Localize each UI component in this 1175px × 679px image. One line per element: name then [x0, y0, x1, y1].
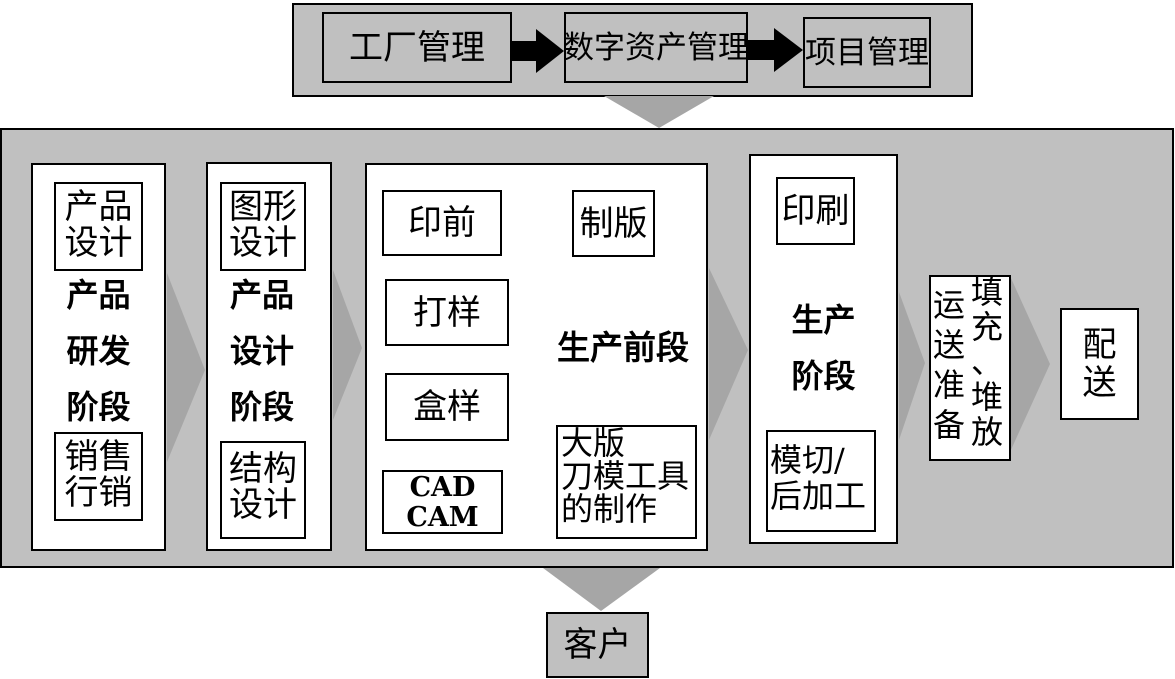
digital-asset-management-label: 数字资产管理 [563, 29, 749, 66]
box-proof-label: 盒样 [413, 387, 481, 427]
diecut-finishing-box: 模切/ 后加工 [766, 430, 876, 532]
down-arrow-bottom [543, 568, 660, 611]
chevron-5 [1010, 276, 1050, 452]
structural-design-line2: 设计 [229, 485, 297, 525]
graphic-design-line1: 图形 [229, 187, 297, 227]
proofing-box: 打样 [385, 279, 509, 346]
diecut-tools-box: 大版 刀模工具 的制作 [556, 425, 697, 539]
customer-label: 客户 [563, 625, 632, 665]
preproduction-stage-label: 生产前段 [557, 328, 689, 367]
prepress-box: 印前 [382, 190, 502, 256]
chevron-3 [709, 268, 748, 440]
diecut-finishing-line2: 后加工 [770, 477, 867, 515]
cad-cam-box: CAD CAM [382, 470, 503, 534]
factory-management-label: 工厂管理 [349, 27, 485, 68]
structural-design-line1: 结构 [229, 449, 297, 489]
printing-label: 印刷 [781, 191, 850, 231]
chevron-2 [333, 270, 362, 420]
diecut-tools-line3: 的制作 [561, 490, 658, 528]
box-proof-box: 盒样 [385, 373, 509, 441]
factory-management-box: 工厂管理 [322, 12, 512, 83]
project-management-box: 项目管理 [803, 17, 931, 88]
sales-marketing-line1: 销售 [64, 437, 133, 477]
plate-making-label: 制版 [579, 203, 648, 244]
diecut-tools-line1: 大版 [561, 425, 626, 462]
production-stage-label: 生产 阶段 [791, 300, 856, 395]
down-arrow-top [604, 96, 714, 128]
project-management-label: 项目管理 [805, 34, 929, 71]
printing-box: 印刷 [776, 177, 855, 245]
sales-marketing-line2: 行销 [64, 473, 133, 513]
arrow-digital-to-project [748, 28, 803, 72]
cam-label: CAM [406, 502, 479, 533]
product-design-box: 产品 设计 [54, 182, 143, 271]
graphic-design-box: 图形 设计 [220, 182, 306, 271]
diecut-finishing-line1: 模切/ [770, 441, 845, 479]
plate-making-box: 制版 [572, 190, 655, 257]
delivery-box: 配 送 [1060, 308, 1139, 420]
digital-asset-management-box: 数字资产管理 [563, 12, 749, 83]
transport-prep-col-a: 运 送 准 备 [932, 286, 965, 444]
transport-prep-col-b: 填 充 、 堆 放 [970, 273, 1003, 451]
transport-prep-box [929, 275, 1011, 461]
customer-box: 客户 [546, 612, 649, 678]
graphic-design-line2: 设计 [229, 223, 297, 263]
design-stage-label: 产品 设计 阶段 [229, 276, 294, 426]
product-design-line2: 设计 [64, 223, 133, 263]
arrow-factory-to-digital [512, 29, 564, 73]
cad-label: CAD [409, 472, 476, 503]
sales-marketing-box: 销售 行销 [54, 432, 143, 521]
proofing-label: 打样 [413, 292, 481, 333]
diecut-tools-line2: 刀模工具 [561, 457, 690, 495]
product-design-line1: 产品 [64, 187, 133, 227]
prepress-label: 印前 [408, 203, 476, 243]
chevron-1 [167, 273, 205, 462]
chevron-4 [899, 292, 925, 440]
structural-design-box: 结构 设计 [220, 441, 306, 539]
product-dev-stage-label: 产品 研发 阶段 [66, 276, 131, 426]
